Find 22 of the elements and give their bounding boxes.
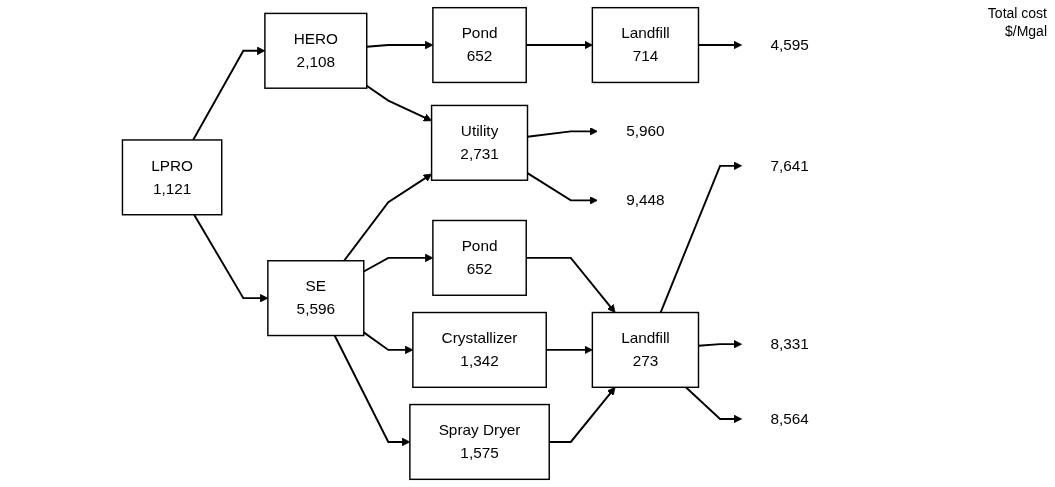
arrow — [365, 84, 432, 122]
arrow — [684, 386, 742, 424]
node-text: 5,960 — [626, 122, 665, 140]
column-header: $/Mgal — [1003, 22, 1047, 40]
node-text: 4,595 — [770, 36, 809, 53]
node-box: Pond 652 — [432, 219, 527, 296]
node-text: 9,448 — [626, 191, 665, 209]
node-text: 8,331 — [770, 335, 809, 352]
node-box: Spray Dryer 1,575 — [409, 403, 550, 481]
node-text: 8,564 — [770, 410, 809, 427]
node-box: Landfill 273 — [591, 311, 700, 389]
node-box: HERO 2,108 — [264, 12, 368, 89]
arrow — [343, 173, 432, 262]
column-header: Total cost — [987, 4, 1047, 22]
node-box: SE 5,596 — [267, 260, 365, 337]
node-box: Utility 2,731 — [430, 104, 529, 181]
node-box: LPRO 1,121 — [121, 139, 223, 216]
node-box: Pond 652 — [432, 6, 527, 84]
node-text: 7,641 — [770, 157, 809, 174]
node-box: Landfill 714 — [591, 6, 700, 84]
node-box: Crystallizer 1,342 — [412, 311, 547, 389]
arrow — [659, 161, 742, 314]
